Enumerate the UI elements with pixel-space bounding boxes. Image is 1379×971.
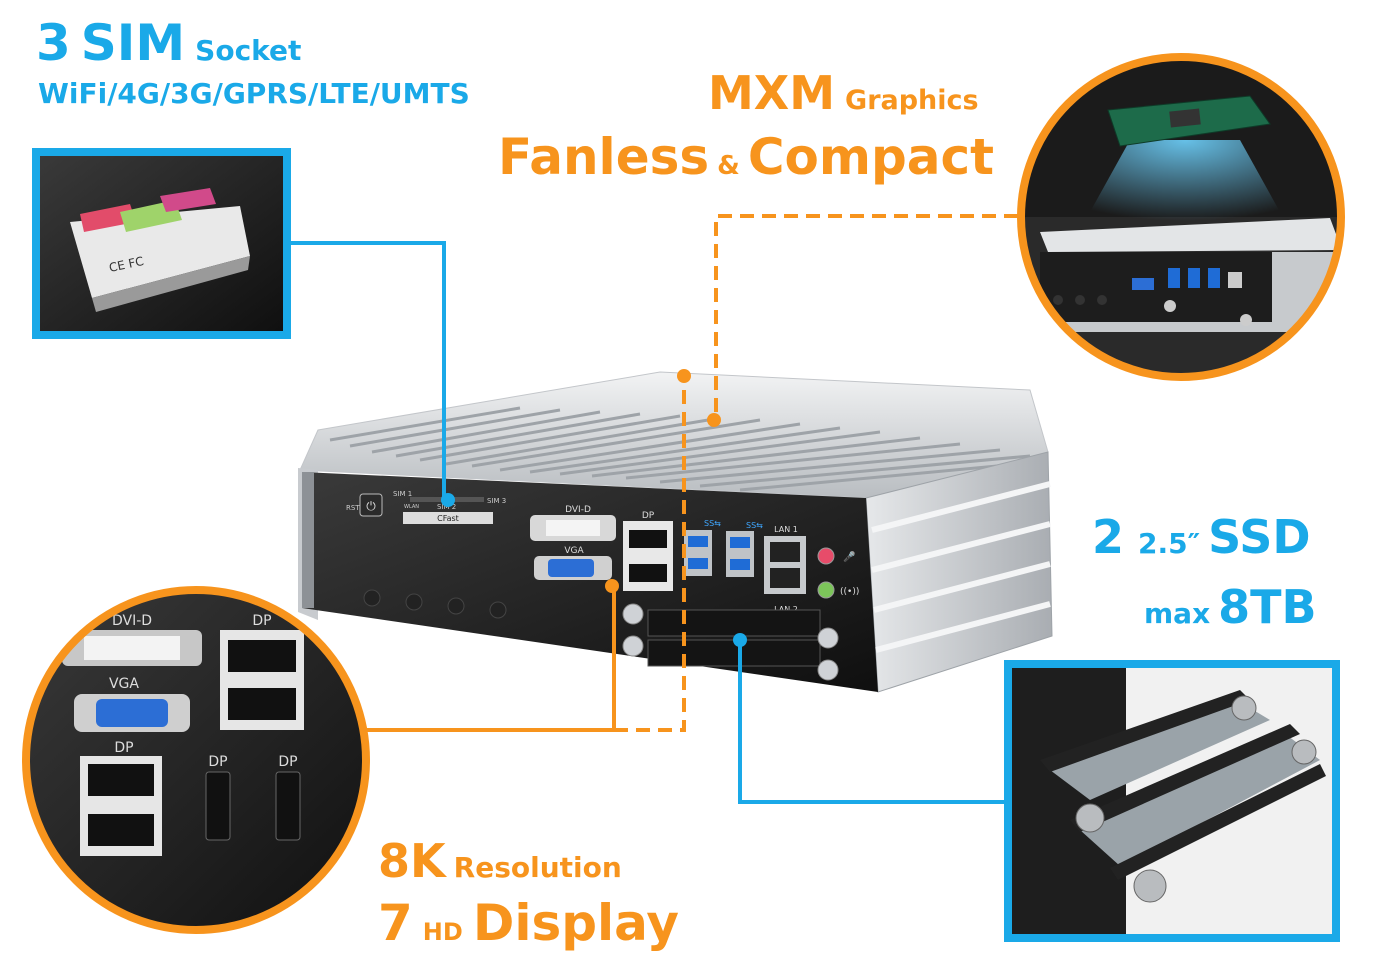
dp-label: DP [642,511,655,521]
ssd-photo [1004,660,1340,942]
zoom-dp2-label: DP [114,740,133,756]
usb-port-4[interactable] [730,559,750,570]
ssd-tray-bottom[interactable] [647,639,821,667]
vga-port[interactable] [548,559,594,577]
cfast-slot[interactable] [403,512,493,524]
cfast-label: CFast [437,514,459,523]
zoom-dvid-port [84,636,180,660]
vga-label: VGA [564,546,584,556]
zoom-mini-dp-1 [205,771,231,841]
fanless-word: Fanless [498,128,710,186]
sim-networks: WiFi/4G/3G/GPRS/LTE/UMTS [38,77,470,110]
lan2-port[interactable] [770,568,800,588]
fanless-headline: Fanless&Compact [498,132,994,182]
resolution-small: Resolution [453,851,622,884]
usb-port-1[interactable] [688,536,708,547]
power-button[interactable] [359,493,383,517]
front-panel-details: ⏻ RST SIM 1 SIM 2 SIM 3 WLAN CFast DVI-D… [346,490,859,681]
zoom-dp4-label: DP [278,754,297,770]
power-icon: ⏻ [366,499,376,513]
resolution-big: 8K [378,834,446,888]
zoom-mini-dp-2 [275,771,301,841]
screw-icon[interactable] [622,603,644,625]
mic-icon: 🎤 [843,550,856,563]
sim-count: 3 [36,14,71,72]
rst-label: RST [346,504,360,512]
wlan-label: WLAN [404,504,419,510]
dp-port-bottom[interactable] [629,564,667,582]
sim3-label: SIM 3 [487,497,506,505]
mxm-circle [1017,53,1345,381]
zoom-dp1-label: DP [252,613,271,629]
zoom-vga-label: VGA [109,676,139,692]
zoom-dvid-label: DVI-D [112,613,152,629]
lan1-label: LAN 1 [774,525,798,534]
heatsink-fins [329,406,1041,492]
lan1-port[interactable] [770,542,800,562]
sim-socket-label: Socket [195,34,302,67]
usb-port-3[interactable] [730,537,750,548]
line-out-jack[interactable] [817,581,835,599]
callout-lines [287,214,1018,804]
mxm-big: MXM [708,66,836,120]
sim-card-photo: CE FC [32,148,291,339]
display-count: 7 [378,894,413,952]
ssd-count: 2 [1092,510,1125,564]
screw-icon-3[interactable] [817,627,839,649]
screw-icon-2[interactable] [622,635,644,657]
zoom-dp3-label: DP [208,754,227,770]
ssd-word: SSD [1208,510,1311,564]
compact-word: Compact [747,128,995,186]
zoom-dp-port-3 [88,764,154,796]
sim1-label: SIM 1 [393,490,412,498]
sim-word: SIM [80,14,186,72]
audio-out-icon: ((•)) [840,587,859,597]
ssd-max: max [1144,597,1211,630]
ssd-capacity-value: 8TB [1218,580,1317,634]
usb3-icon: SS⇆ [704,519,721,528]
dvid-label: DVI-D [565,505,591,515]
ssd-tray-top[interactable] [647,609,821,637]
ports-zoom-circle: DVI-D VGA DP DP DP DP [22,586,370,934]
display-word: Display [472,894,679,952]
zoom-dp-port-2 [228,688,296,720]
sim2-label: SIM 2 [437,503,456,511]
usb-port-2[interactable] [688,558,708,569]
ssd-size: 2.5″ [1138,527,1201,560]
usb3-icon-2: SS⇆ [746,521,763,530]
mic-jack[interactable] [817,547,835,565]
dp-port-top[interactable] [629,530,667,548]
screw-icon-4[interactable] [817,659,839,681]
zoom-vga-port [96,699,168,727]
fanless-amp: & [717,151,740,181]
mxm-small: Graphics [845,85,979,116]
display-hd: HD [422,918,463,946]
zoom-dp-port-1 [228,640,296,672]
zoom-dp-port-4 [88,814,154,846]
